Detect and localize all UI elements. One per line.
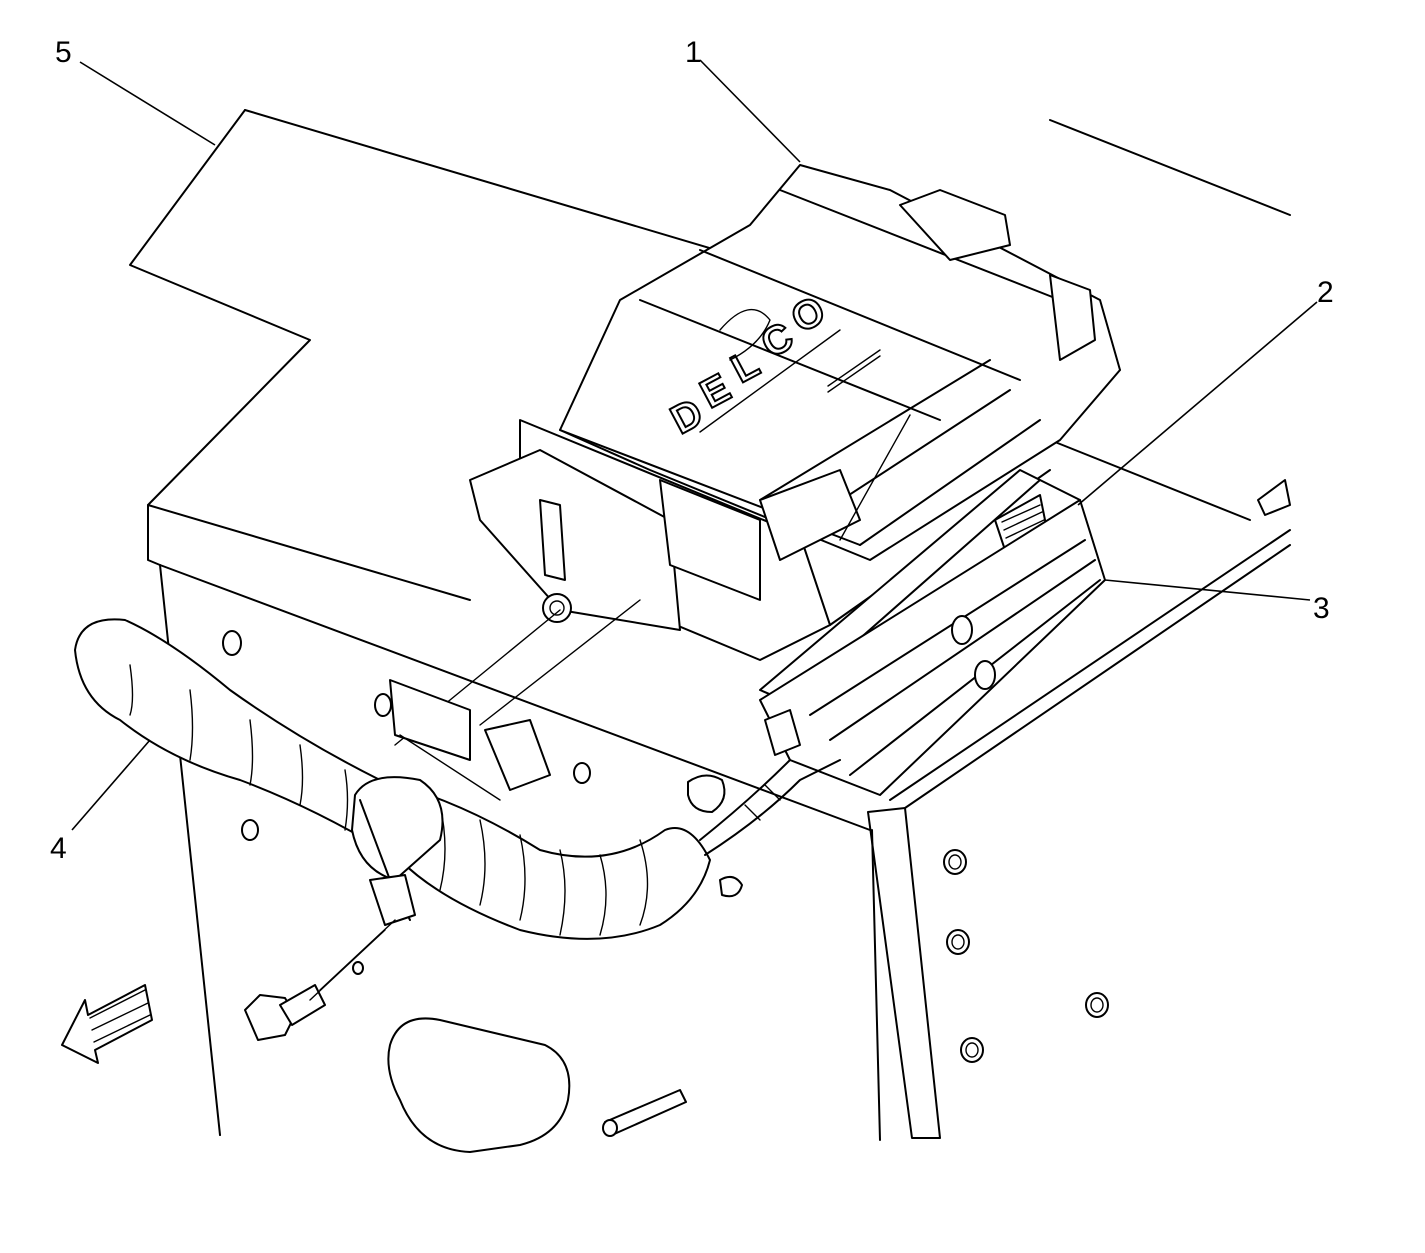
front-direction-arrow-icon <box>61 984 153 1064</box>
engine-control-module: D E L C O <box>469 164 1121 661</box>
connector-3 <box>759 499 1106 796</box>
callout-1: 1 <box>685 36 702 69</box>
bolt <box>244 919 396 1041</box>
callout-4: 4 <box>50 832 67 865</box>
callout-2: 2 <box>1317 276 1334 309</box>
callout-3: 3 <box>1313 592 1330 625</box>
harness-clip <box>351 776 444 926</box>
callout-leaders <box>71 59 1318 831</box>
callout-labels: 1 2 3 4 5 <box>50 36 1334 865</box>
alignment-lines <box>389 414 911 801</box>
callout-5: 5 <box>55 36 72 69</box>
mounting-panel <box>129 109 1291 1153</box>
